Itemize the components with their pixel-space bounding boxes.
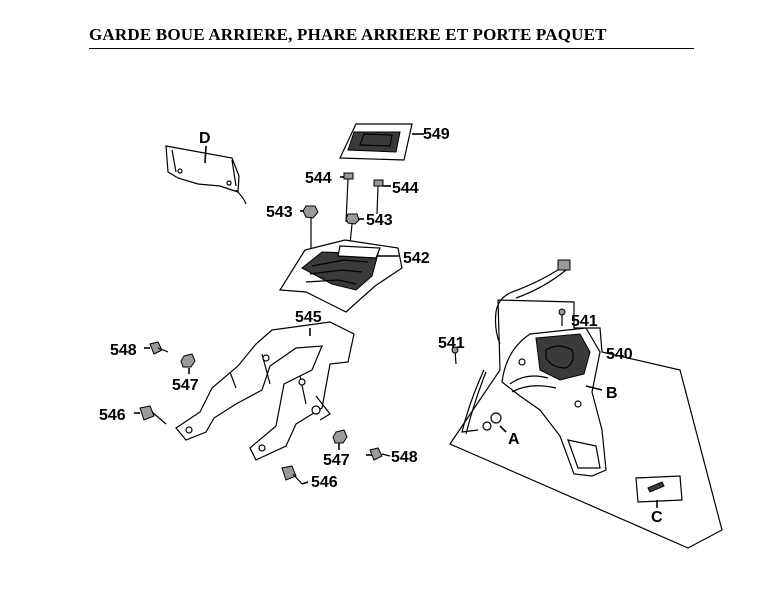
callout-547-left: 547 (172, 377, 199, 394)
part-549-reflector (339, 123, 424, 161)
callout-547-right: 547 (323, 452, 350, 469)
callout-d: D (199, 130, 211, 147)
callout-b: B (606, 385, 618, 402)
callout-543-right: 543 (366, 212, 393, 229)
callout-541-right: 541 (571, 313, 598, 330)
callout-548-right: 548 (391, 449, 418, 466)
part-wiring-harness (461, 259, 571, 435)
callout-548-left: 548 (110, 342, 137, 359)
part-540-taillight (501, 319, 607, 477)
callout-545: 545 (295, 309, 322, 326)
part-543-bolts (300, 205, 364, 248)
callout-541-left: 541 (438, 335, 465, 352)
callout-546-left: 546 (99, 407, 126, 424)
callout-549: 549 (423, 126, 450, 143)
callout-a: A (508, 431, 520, 448)
part-541-screws (451, 308, 566, 365)
callout-544-right: 544 (392, 180, 419, 197)
callout-546-right: 546 (311, 474, 338, 491)
part-542-carrier (278, 239, 403, 313)
callout-544-left: 544 (305, 170, 332, 187)
part-d-mudflap (165, 145, 247, 205)
part-545-bracket (175, 321, 355, 461)
callout-543-left: 543 (266, 204, 293, 221)
part-548-screws (144, 341, 391, 461)
callout-542: 542 (403, 250, 430, 267)
callout-c: C (651, 509, 663, 526)
page-title: GARDE BOUE ARRIERE, PHARE ARRIERE ET POR… (89, 25, 607, 44)
part-547-nuts (180, 353, 348, 450)
part-544-bolts (340, 172, 391, 223)
callout-540: 540 (606, 346, 633, 363)
taillight-group-outline (449, 299, 723, 549)
title-rule (89, 48, 694, 49)
part-c-plate-lamp (635, 475, 683, 508)
part-546-bolts (134, 405, 309, 485)
